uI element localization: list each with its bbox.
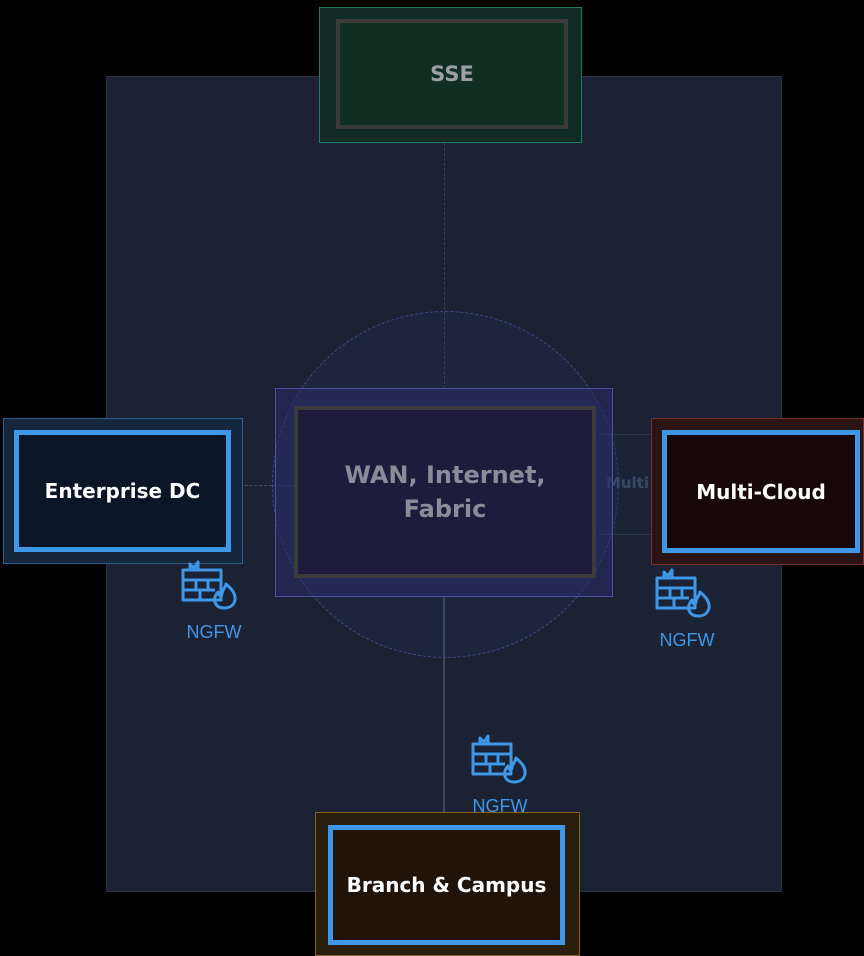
- dc-connector-line: [230, 485, 296, 486]
- firewall-icon: [655, 568, 711, 618]
- branch-campus-node[interactable]: Branch & Campus: [328, 825, 565, 945]
- ngfw-right-label: NGFW: [659, 630, 715, 650]
- ngfw-left-group: NGFW: [180, 560, 242, 642]
- ngfw-bottom-group: NGFW: [470, 734, 532, 816]
- multi-connector-label: Multi: [606, 474, 650, 492]
- ngfw-right-group: NGFW: [654, 568, 716, 650]
- ngfw-left-label: NGFW: [186, 622, 242, 642]
- firewall-icon: [181, 560, 237, 610]
- wan-node[interactable]: WAN, Internet, Fabric: [294, 406, 596, 578]
- enterprise-dc-node[interactable]: Enterprise DC: [14, 430, 231, 552]
- multi-cloud-node[interactable]: Multi-Cloud: [662, 430, 860, 553]
- sse-connector-line: [444, 143, 445, 389]
- sse-node[interactable]: SSE: [336, 19, 568, 129]
- ngfw-bottom-label: NGFW: [472, 796, 528, 816]
- branch-connector-line: [443, 597, 445, 817]
- firewall-icon: [471, 734, 527, 784]
